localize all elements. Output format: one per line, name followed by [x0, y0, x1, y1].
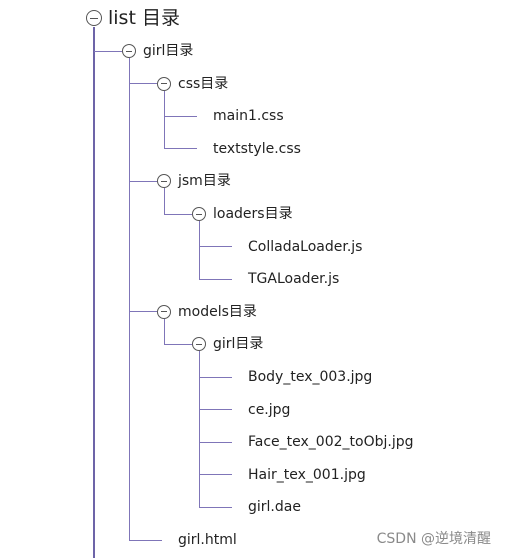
- file-label-body-tex-003-jpg-11[interactable]: Body_tex_003.jpg: [248, 369, 373, 385]
- tree-connector-horizontal: [164, 343, 192, 345]
- tree-connector-horizontal: [164, 115, 197, 117]
- minus-icon: [161, 311, 167, 313]
- tree-connector-horizontal: [129, 83, 157, 85]
- tree-connector-vertical: [198, 351, 200, 508]
- minus-icon: [161, 83, 167, 85]
- file-label-main1-css-3[interactable]: main1.css: [213, 108, 284, 125]
- collapse-toggle-icon[interactable]: [192, 207, 206, 221]
- file-label-hair-tex-001-jpg-14[interactable]: Hair_tex_001.jpg: [248, 466, 366, 483]
- tree-connector-horizontal: [164, 213, 192, 215]
- tree-connector-horizontal: [199, 409, 232, 411]
- tree-connector-vertical: [93, 27, 95, 558]
- tree-connector-vertical: [163, 318, 165, 345]
- tree-connector-horizontal: [199, 278, 232, 280]
- tree-connector-horizontal: [129, 180, 157, 182]
- minus-icon: [126, 50, 132, 52]
- collapse-toggle-icon[interactable]: [122, 44, 136, 58]
- collapse-toggle-icon[interactable]: [157, 174, 171, 189]
- watermark: CSDN @逆境清醒: [376, 531, 491, 547]
- tree-connector-horizontal: [199, 506, 232, 508]
- tree-connector-vertical: [163, 90, 165, 149]
- tree-connector-horizontal: [129, 311, 157, 313]
- file-label-girl-dae-15[interactable]: girl.dae: [248, 499, 301, 516]
- folder-label-jsm-5[interactable]: jsm目录: [178, 173, 231, 190]
- file-label-tgaloader-js-8[interactable]: TGALoader.js: [248, 271, 340, 288]
- file-label-ce-jpg-12[interactable]: ce.jpg: [248, 401, 291, 418]
- collapse-toggle-icon[interactable]: [157, 304, 171, 319]
- file-label-textstyle-css-4[interactable]: textstyle.css: [213, 140, 301, 157]
- tree-connector-horizontal: [199, 474, 232, 476]
- file-label-girl-html-16[interactable]: girl.html: [178, 532, 237, 548]
- file-label-face-tex-002-toobj-jpg-13[interactable]: Face_tex_002_toObj.jpg: [248, 434, 414, 451]
- minus-icon: [196, 343, 202, 345]
- tree-connector-vertical: [128, 58, 130, 540]
- minus-icon: [90, 17, 98, 19]
- tree-connector-horizontal: [94, 50, 122, 52]
- folder-label-css-2[interactable]: css目录: [178, 75, 229, 92]
- tree-connector-vertical: [198, 221, 200, 280]
- tree-connector-horizontal: [199, 376, 232, 378]
- folder-label-loaders-6[interactable]: loaders目录: [213, 206, 293, 222]
- folder-label-list-0[interactable]: list 目录: [108, 7, 180, 29]
- folder-label-models-9[interactable]: models目录: [178, 303, 257, 320]
- minus-icon: [196, 213, 202, 215]
- minus-icon: [161, 180, 167, 182]
- collapse-toggle-icon[interactable]: [157, 76, 171, 91]
- tree-connector-horizontal: [129, 539, 162, 541]
- tree-connector-vertical: [163, 188, 165, 214]
- folder-label-girl-1[interactable]: girl目录: [143, 43, 194, 59]
- tree-connector-horizontal: [164, 148, 197, 150]
- tree-connector-horizontal: [199, 246, 232, 248]
- file-label-colladaloader-js-7[interactable]: ColladaLoader.js: [248, 238, 363, 255]
- collapse-toggle-icon[interactable]: [192, 337, 206, 352]
- tree-connector-horizontal: [199, 441, 232, 443]
- collapse-toggle-icon[interactable]: [86, 10, 102, 26]
- folder-label-girl-10[interactable]: girl目录: [213, 336, 264, 353]
